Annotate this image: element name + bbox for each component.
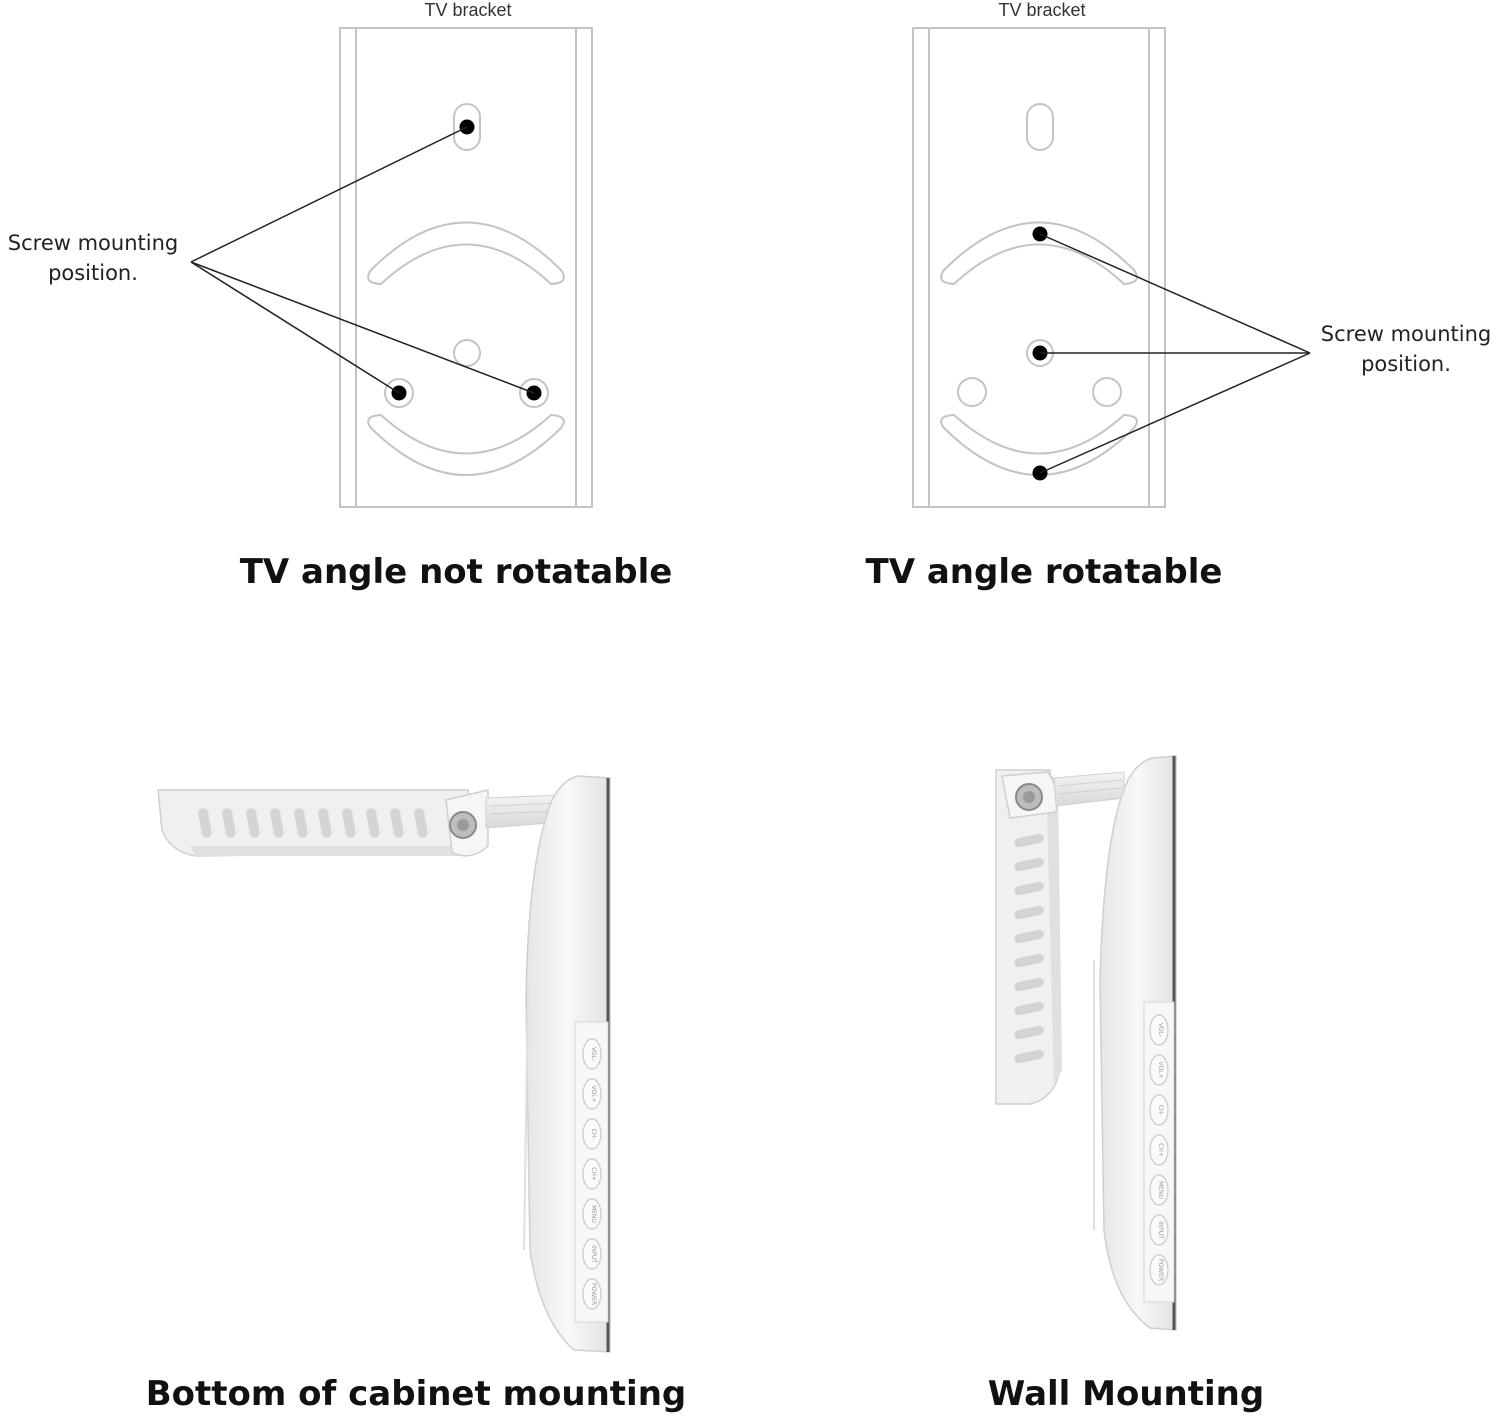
cabinet-tv-button-label: POWER <box>590 1283 597 1305</box>
tv-bracket-label-right: TV bracket <box>998 0 1086 20</box>
cabinet-mount-illustration <box>157 775 611 1353</box>
caption-rotatable: TV angle rotatable <box>865 552 1223 592</box>
arc-slot-upper-right <box>940 221 1138 286</box>
screw-callout-left-line1: Screw mounting <box>7 231 179 255</box>
cabinet-tv-button-label: MENU <box>590 1205 597 1223</box>
screw-callout-left: Screw mounting position. <box>0 228 186 288</box>
wall-tv-button-label: MENU <box>1157 1181 1164 1199</box>
arc-slot-lower-left <box>367 413 565 476</box>
screw-callout-right-line1: Screw mounting <box>1320 322 1492 346</box>
caption-not-rotatable: TV angle not rotatable <box>239 552 673 592</box>
wall-tv-button-label: INPUT <box>1157 1221 1164 1239</box>
tv-bracket-label-left: TV bracket <box>424 0 512 20</box>
center-hole-left <box>453 339 481 367</box>
slot-top-right <box>1026 103 1054 151</box>
wall-mount-illustration <box>995 755 1177 1331</box>
screw-callout-right: Screw mounting position. <box>1312 319 1500 379</box>
cabinet-tv-button-label: INPUT <box>590 1245 597 1263</box>
caption-wall-mounting: Wall Mounting <box>987 1374 1265 1414</box>
arc-slot-upper-left <box>367 221 565 286</box>
wall-tv-button-label: CH+ <box>1157 1143 1164 1157</box>
bracket-left <box>190 27 593 508</box>
screw-callout-left-line2: position. <box>48 261 138 285</box>
wall-tv-button-label: CH- <box>1157 1105 1164 1116</box>
cabinet-tv-button-label: CH- <box>590 1129 597 1140</box>
wall-tv-button-label: VOL- <box>1157 1023 1164 1037</box>
bracket-right <box>912 27 1311 508</box>
cabinet-tv-button-label: VOL- <box>590 1047 597 1061</box>
screw-callout-right-line2: position. <box>1361 352 1451 376</box>
cabinet-tv-button-label: VOL+ <box>590 1085 597 1102</box>
wall-tv-button-label: VOL+ <box>1157 1061 1164 1078</box>
wall-tv-button-label: POWER <box>1157 1259 1164 1281</box>
caption-cabinet-mounting: Bottom of cabinet mounting <box>145 1374 687 1414</box>
cabinet-tv-button-label: CH+ <box>590 1167 597 1181</box>
